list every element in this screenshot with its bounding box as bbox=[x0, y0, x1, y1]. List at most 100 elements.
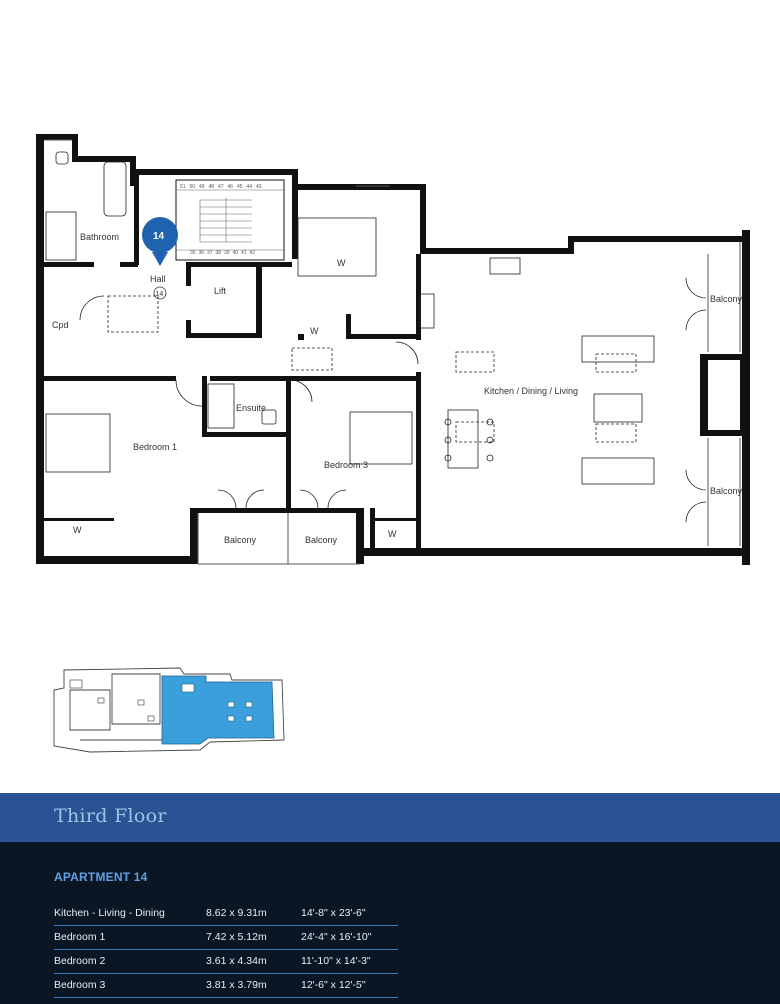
label-w-bed3: W bbox=[388, 529, 397, 539]
wall bbox=[186, 262, 256, 267]
wall bbox=[256, 262, 262, 338]
wall bbox=[370, 508, 375, 556]
stair-number: 41 bbox=[241, 250, 247, 256]
floor-band bbox=[0, 793, 780, 842]
room-name: Bedroom 1 bbox=[54, 931, 106, 943]
wall bbox=[36, 262, 94, 267]
kitchen-sink bbox=[489, 257, 521, 275]
stair-number: 37 bbox=[207, 250, 213, 256]
wall bbox=[416, 254, 421, 340]
room-size-metric: 3.61 x 4.34m bbox=[206, 955, 267, 967]
wall bbox=[130, 169, 298, 175]
label-w-bed1: W bbox=[73, 525, 82, 535]
wall bbox=[346, 314, 351, 338]
wall bbox=[292, 169, 298, 259]
sofa-top bbox=[581, 335, 655, 363]
table-row: Bedroom 1 7.42 x 5.12m 24'-4" x 16'-10" bbox=[54, 926, 398, 950]
wall bbox=[290, 376, 420, 381]
hall-tag: 14 bbox=[156, 291, 164, 298]
label-balcony-left: Balcony bbox=[224, 535, 257, 545]
floor-title: Third Floor bbox=[54, 805, 167, 827]
wall bbox=[292, 184, 426, 190]
wall bbox=[700, 354, 750, 360]
label-cpd: Cpd bbox=[52, 320, 69, 330]
wall bbox=[568, 236, 574, 254]
bathtub bbox=[103, 161, 127, 217]
wall bbox=[186, 320, 191, 338]
bed-1 bbox=[45, 413, 111, 473]
wall bbox=[72, 134, 78, 160]
wall bbox=[256, 262, 292, 267]
label-lift: Lift bbox=[214, 286, 227, 296]
stair-number: 49 bbox=[199, 184, 205, 190]
wall bbox=[186, 333, 256, 338]
unit-marker-pin: 14 bbox=[142, 217, 178, 266]
wall bbox=[120, 262, 138, 267]
wall bbox=[740, 360, 750, 432]
wall bbox=[286, 376, 291, 508]
label-w-bed2: W bbox=[337, 258, 346, 268]
room-size-imperial: 24'-4" x 16'-10" bbox=[301, 931, 372, 943]
wall bbox=[210, 376, 290, 381]
stair-number: 51 bbox=[180, 184, 186, 190]
stair-core bbox=[175, 179, 285, 261]
stair-number: 43 bbox=[256, 184, 262, 190]
wall bbox=[700, 354, 708, 436]
label-hall: Hall bbox=[150, 274, 166, 284]
label-balcony-mid: Balcony bbox=[305, 535, 338, 545]
wall bbox=[298, 334, 304, 340]
room-schedule: Kitchen - Living - Dining 8.62 x 9.31m 1… bbox=[54, 902, 398, 998]
stair-number: 50 bbox=[190, 184, 196, 190]
svg-text:14: 14 bbox=[153, 231, 165, 242]
wall bbox=[700, 430, 750, 436]
ensuite-shower bbox=[207, 383, 235, 429]
key-plan bbox=[53, 667, 285, 753]
stair-number: 40 bbox=[233, 250, 239, 256]
stair-number: 42 bbox=[250, 250, 256, 256]
table-row: Bedroom 2 3.61 x 4.34m 11'-10" x 14'-3" bbox=[54, 950, 398, 974]
label-w-hall: W bbox=[310, 326, 319, 336]
label-bedroom3: Bedroom 3 bbox=[324, 460, 368, 470]
stair-number: 44 bbox=[247, 184, 253, 190]
room-size-metric: 3.81 x 3.79m bbox=[206, 979, 267, 991]
ensuite-basin bbox=[261, 409, 277, 425]
hall-tag-ring bbox=[153, 286, 167, 300]
label-bedroom1: Bedroom 1 bbox=[133, 442, 177, 452]
wall bbox=[370, 518, 416, 521]
wall bbox=[36, 134, 44, 564]
room-size-imperial: 11'-10" x 14'-3" bbox=[301, 955, 371, 967]
label-ensuite: Ensuite bbox=[236, 403, 266, 413]
highlighted-apartment bbox=[161, 675, 275, 745]
stair-number: 46 bbox=[228, 184, 234, 190]
bed-2 bbox=[297, 217, 377, 277]
toilet bbox=[55, 151, 69, 165]
table-row: Bedroom 3 3.81 x 3.79m 12'-6" x 12'-5" bbox=[54, 974, 398, 998]
wall bbox=[190, 508, 364, 513]
stair-number: 38 bbox=[216, 250, 222, 256]
wall bbox=[568, 236, 750, 242]
wall bbox=[44, 518, 114, 521]
stair-number: 39 bbox=[224, 250, 230, 256]
wall bbox=[420, 248, 574, 254]
wall bbox=[36, 556, 194, 564]
label-bathroom: Bathroom bbox=[80, 232, 119, 242]
stair-number: 48 bbox=[209, 184, 215, 190]
stair-number: 36 bbox=[199, 250, 205, 256]
wall bbox=[356, 508, 364, 564]
label-balcony-right-top: Balcony bbox=[710, 294, 743, 304]
room-size-imperial: 14'-8" x 23'-6" bbox=[301, 907, 366, 919]
wall bbox=[420, 184, 426, 254]
shower bbox=[45, 211, 77, 261]
wall bbox=[346, 334, 420, 339]
stair-number: 35 bbox=[190, 250, 196, 256]
wall bbox=[360, 548, 750, 556]
wall bbox=[202, 432, 288, 437]
room-name: Bedroom 2 bbox=[54, 955, 106, 967]
label-kitchen: Kitchen / Dining / Living bbox=[484, 386, 578, 396]
dining-table bbox=[447, 409, 479, 469]
room-name: Kitchen - Living - Dining bbox=[54, 907, 165, 919]
wall bbox=[36, 376, 176, 381]
room-size-imperial: 12'-6" x 12'-5" bbox=[301, 979, 366, 991]
wall bbox=[416, 372, 421, 556]
